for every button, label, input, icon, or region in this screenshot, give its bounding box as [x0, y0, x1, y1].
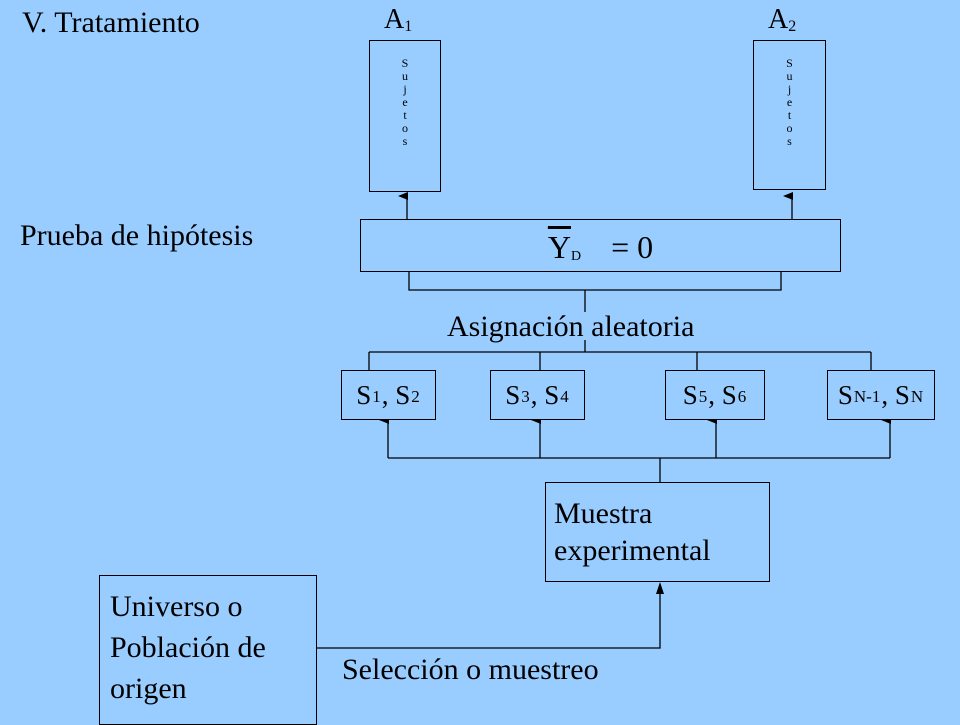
universe-box: Universo o Población de origen — [99, 575, 317, 725]
column-letter: s — [787, 134, 792, 148]
group-a2-label: A2 — [768, 4, 797, 35]
hypothesis-label: Prueba de hipótesis — [20, 219, 254, 252]
column-letter: j — [403, 82, 407, 96]
column-letter: s — [402, 134, 408, 148]
sample-line-2: experimental — [554, 534, 711, 567]
sample-line-1: Muestra — [554, 497, 653, 530]
universe-line-3: origen — [110, 672, 187, 705]
universe-line-1: Universo o — [110, 590, 243, 623]
column-letter: j — [787, 82, 792, 96]
group-a1-label: A1 — [384, 4, 413, 35]
column-letter: o — [786, 121, 793, 135]
column-letter: e — [786, 95, 793, 109]
column-letter: u — [402, 69, 408, 83]
column-letter: t — [403, 108, 407, 122]
column-letter: u — [786, 69, 793, 83]
column-letter: t — [787, 108, 792, 122]
column-letter: e — [402, 95, 408, 109]
column-letter: o — [402, 121, 408, 135]
column-letter: S — [401, 56, 409, 70]
selection-line — [317, 588, 661, 649]
universe-line-2: Población de — [110, 631, 266, 664]
hypothesis-equation-box: YD = 0 — [360, 219, 841, 272]
selection-label: Selección o muestreo — [342, 653, 599, 686]
page-title: V. Tratamiento — [22, 6, 200, 39]
hypothesis-equation: YD = 0 — [547, 229, 654, 265]
sample-box: Muestra experimental — [545, 482, 770, 582]
assignment-label: Asignación aleatoria — [447, 310, 695, 343]
hypothesis-bracket — [408, 272, 782, 291]
arrow-to-sample — [656, 582, 664, 594]
column-letter: S — [786, 56, 793, 70]
